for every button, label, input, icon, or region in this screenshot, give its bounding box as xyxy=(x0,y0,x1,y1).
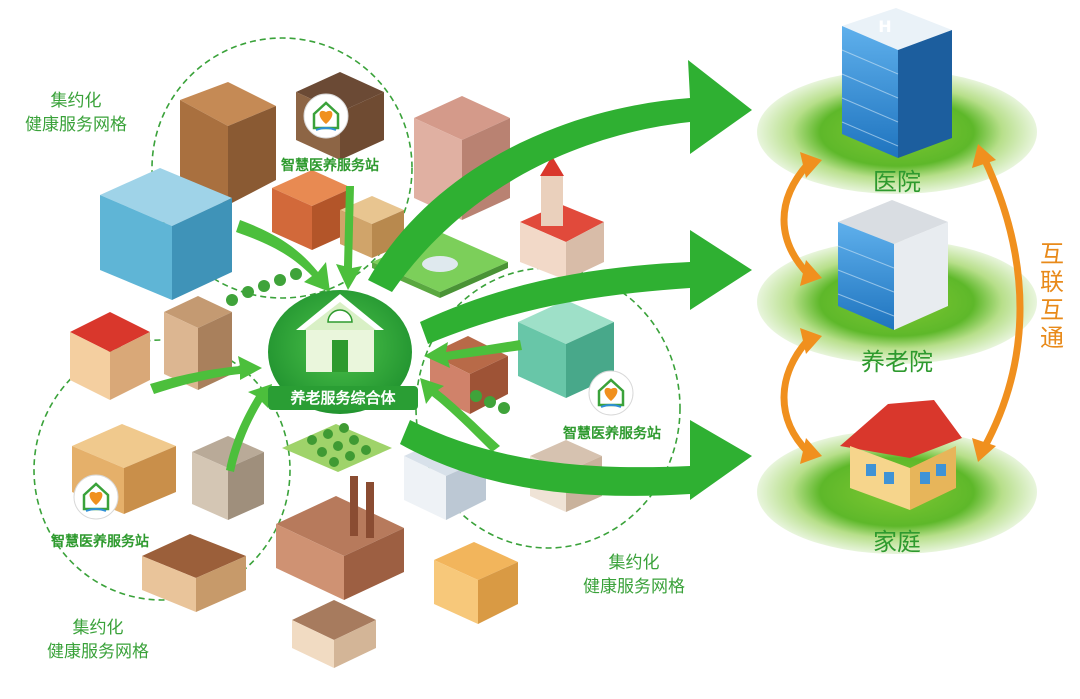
red-roof-house xyxy=(70,312,150,400)
grid-label-right-line2: 健康服务网格 xyxy=(583,577,685,597)
grid-label-top-line1: 集约化 xyxy=(51,91,102,111)
station-label-left: 智慧医养服务站 xyxy=(50,533,149,550)
heart-house-logo xyxy=(303,93,349,139)
station-label-right: 智慧医养服务站 xyxy=(562,425,661,442)
interconnect-char: 互 xyxy=(1040,296,1064,324)
orange-shop xyxy=(272,170,352,250)
grid-circle-left xyxy=(33,339,291,601)
inflow-arrow xyxy=(236,220,330,292)
inflow-arrow xyxy=(336,186,362,290)
outflow-arrow-hospital xyxy=(368,60,752,292)
tree-row xyxy=(226,268,302,306)
apartment-building xyxy=(180,82,276,205)
glass-building xyxy=(518,300,614,398)
interconnect-arrowheads xyxy=(800,144,996,464)
link-nursing-family xyxy=(780,336,812,456)
interconnect-char: 联 xyxy=(1040,268,1064,296)
hub-house-icon xyxy=(296,294,384,372)
tree-cluster xyxy=(470,390,510,414)
hospital-cross-icon: H xyxy=(878,17,891,36)
blue-office-building xyxy=(100,168,232,300)
nursing-home-building xyxy=(837,200,948,330)
grid-label-top-line2: 健康服务网格 xyxy=(25,115,127,135)
small-shop xyxy=(292,600,376,668)
orchard xyxy=(282,423,392,472)
family-house xyxy=(840,400,962,510)
interconnect-arrows xyxy=(780,154,1024,456)
interconnect-label: 互 联 互 通 xyxy=(1040,240,1064,352)
grid-circle-top xyxy=(151,37,413,299)
node-label-family: 家庭 xyxy=(873,528,921,556)
inflow-arrow xyxy=(226,384,272,472)
factory xyxy=(276,476,404,600)
heart-house-logo xyxy=(588,370,634,416)
node-label-hospital: 医院 xyxy=(873,168,921,196)
brown-house xyxy=(142,534,246,612)
station-label-top: 智慧医养服务站 xyxy=(280,157,379,174)
inflow-arrow xyxy=(420,378,500,452)
yellow-building xyxy=(434,542,518,624)
outflow-arrow-family xyxy=(400,420,752,500)
grid-label-left-line2: 健康服务网格 xyxy=(47,642,149,662)
outflow-arrow-nursing xyxy=(420,230,752,344)
grey-building xyxy=(192,436,264,520)
inflow-arrow xyxy=(424,340,522,368)
interconnect-char: 通 xyxy=(1040,324,1064,352)
heart-house-logo xyxy=(73,474,119,520)
grid-label-right-line1: 集约化 xyxy=(609,553,660,573)
svg-text:H: H xyxy=(878,17,891,36)
link-hospital-family xyxy=(980,154,1024,452)
church xyxy=(520,156,604,280)
hospital-building: H xyxy=(841,8,952,158)
hub-label: 养老服务综合体 xyxy=(289,389,396,407)
inflow-arrows xyxy=(150,186,522,472)
node-label-nursing: 养老院 xyxy=(861,348,933,376)
inflow-arrow xyxy=(150,356,262,394)
outflow-arrows xyxy=(368,60,752,500)
interconnect-char: 互 xyxy=(1040,240,1064,268)
hub: 养老服务综合体 xyxy=(268,290,418,414)
grid-label-left-line1: 集约化 xyxy=(73,618,124,638)
hub-label-bg xyxy=(268,386,418,410)
link-hospital-nursing xyxy=(780,160,812,278)
